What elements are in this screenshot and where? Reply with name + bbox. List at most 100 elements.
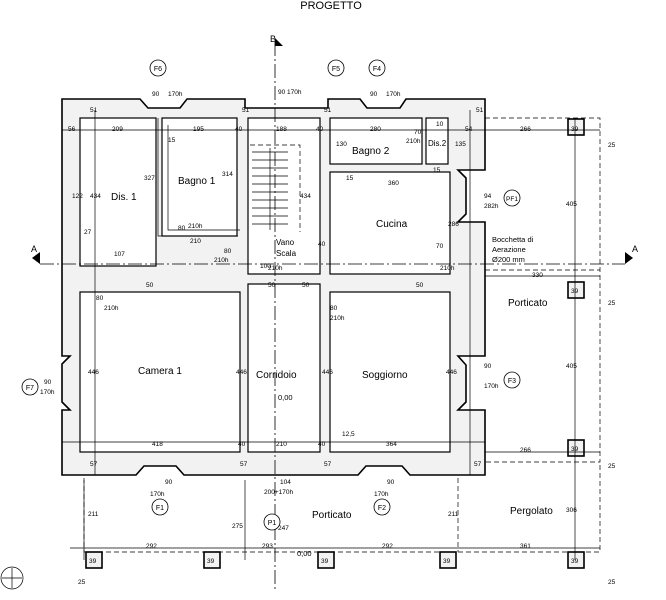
room-camera1 xyxy=(79,291,241,453)
dim-51c: 51 xyxy=(324,107,332,114)
dim-170h-f4: 170h xyxy=(386,91,401,98)
dim-170h-f7: 170h xyxy=(40,389,55,396)
dim-39f: 39 xyxy=(571,558,579,565)
dim-361: 361 xyxy=(520,543,531,550)
dim-27: 27 xyxy=(84,229,92,236)
dim-80d: 80 xyxy=(330,305,338,312)
label-porticato-right: Porticato xyxy=(508,298,548,309)
dim-210h-f: 210h xyxy=(104,305,119,312)
label-camera1: Camera 1 xyxy=(138,366,182,377)
label-soggiorno: Soggiorno xyxy=(362,370,408,381)
window-tags: F6 F5 F4 PF1 F3 F7 F1 F2 P1 xyxy=(21,59,521,531)
dim-40a: 40 xyxy=(235,126,243,133)
dim-122: 122 xyxy=(72,193,83,200)
dim-210: 210 xyxy=(190,238,201,245)
dim-90-b: 90 xyxy=(278,89,286,96)
dim-50c: 50 xyxy=(302,282,310,289)
dim-210h-e: 210h xyxy=(268,265,283,272)
dim-135: 135 xyxy=(455,141,466,148)
dim-90-f1: 90 xyxy=(165,479,173,486)
room-vano-scala xyxy=(247,117,321,275)
tag-f7-circle xyxy=(21,378,39,396)
dim-10: 10 xyxy=(436,121,444,128)
dim-364: 364 xyxy=(386,441,397,448)
label-corridoio: Corridoio xyxy=(256,370,297,381)
dim-39b: 39 xyxy=(89,558,97,565)
label-bagno2: Bagno 2 xyxy=(352,146,390,157)
dim-292b: 292 xyxy=(382,543,393,550)
section-b-arrow xyxy=(275,38,283,46)
level-slope: 12,5 xyxy=(342,431,355,438)
dim-51b: 51 xyxy=(242,107,250,114)
dimension-lines xyxy=(62,110,600,560)
dim-170h-f3: 170h xyxy=(484,383,499,390)
room-corridoio xyxy=(247,283,321,453)
dim-188: 188 xyxy=(276,126,287,133)
dim-40b: 40 xyxy=(316,126,324,133)
dim-130: 130 xyxy=(336,141,347,148)
dim-418: 418 xyxy=(152,441,163,448)
dim-90-f3: 90 xyxy=(484,363,492,370)
dim-25c: 25 xyxy=(608,300,616,307)
tag-f1-circle xyxy=(151,498,169,516)
dim-210h-dis2: 210h xyxy=(406,138,421,145)
dim-266a: 266 xyxy=(520,126,531,133)
label-vano: Vano xyxy=(276,238,295,247)
room-bagno2 xyxy=(329,117,423,165)
tag-f6-circle xyxy=(149,59,167,77)
column-bottom-1 xyxy=(85,551,103,569)
dim-170h-b: 170h xyxy=(287,89,302,96)
dim-39e: 39 xyxy=(443,558,451,565)
tag-p1-circle xyxy=(263,513,281,531)
dim-405a: 405 xyxy=(566,201,577,208)
dim-170h-f2: 170h xyxy=(374,491,389,498)
dim-292: 292 xyxy=(146,543,157,550)
dim-210h-g: 210h xyxy=(330,315,345,322)
dim-446d: 446 xyxy=(446,369,457,376)
dim-275: 275 xyxy=(232,523,243,530)
dim-306: 306 xyxy=(566,507,577,514)
dim-50d: 50 xyxy=(416,282,424,289)
dim-90-f2: 90 xyxy=(387,479,395,486)
dim-57c: 57 xyxy=(324,461,332,468)
dim-57b: 57 xyxy=(240,461,248,468)
dim-50a: 50 xyxy=(146,282,154,289)
dim-25e: 25 xyxy=(608,579,616,586)
plan-title: PROGETTO xyxy=(300,0,362,12)
bagno1-partition xyxy=(157,118,240,237)
dim-107: 107 xyxy=(114,251,125,258)
dim-57a: 57 xyxy=(90,461,98,468)
dim-39d: 39 xyxy=(321,558,329,565)
dim-25a: 25 xyxy=(608,142,616,149)
dim-104: 104 xyxy=(280,479,291,486)
dim-266b: 266 xyxy=(520,447,531,454)
tag-f5: F5 xyxy=(332,66,340,73)
label-dis2: Dis.2 xyxy=(428,139,447,148)
dim-15a: 15 xyxy=(168,137,176,144)
dim-80c: 80 xyxy=(96,295,104,302)
porticato-columns xyxy=(485,117,601,463)
dim-210h-c: 210h xyxy=(214,257,229,264)
dim-57d: 57 xyxy=(474,461,482,468)
note-bocchetta-2: Aerazione xyxy=(492,245,526,254)
dim-446a: 446 xyxy=(88,369,99,376)
dim-25d: 25 xyxy=(608,463,616,470)
room-soggiorno xyxy=(329,291,451,453)
dim-210h-a: 210h xyxy=(188,223,203,230)
dim-286: 286 xyxy=(448,221,459,228)
dim-51a: 51 xyxy=(90,107,98,114)
tag-f2-circle xyxy=(373,498,391,516)
section-a-right-label: A xyxy=(632,244,638,254)
tag-f3-circle xyxy=(503,371,521,389)
tag-pf1-circle xyxy=(503,189,521,207)
room-cucina xyxy=(329,171,451,275)
level-corridoio: 0,00 xyxy=(278,393,293,402)
label-dis1: Dis. 1 xyxy=(111,192,137,203)
dim-211a: 211 xyxy=(88,511,99,518)
dim-446b: 446 xyxy=(236,369,247,376)
dim-25b: 25 xyxy=(78,579,86,586)
dim-90-f6: 90 xyxy=(152,91,160,98)
tag-f4-circle xyxy=(368,59,386,77)
level-porticato: 0,00 xyxy=(297,549,312,558)
